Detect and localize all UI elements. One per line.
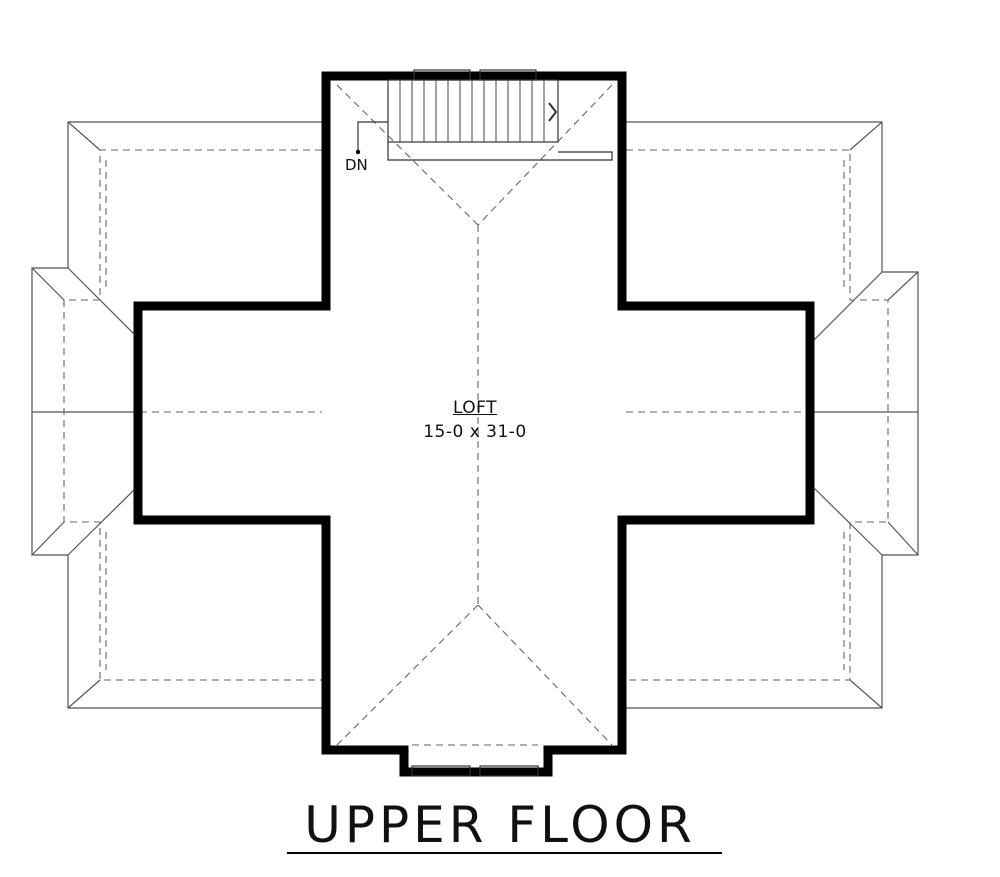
roof-ridge-lines — [140, 84, 810, 746]
left-roof — [31, 121, 322, 709]
stair-down-label: DN — [345, 156, 368, 174]
right-roof — [626, 121, 919, 709]
title-underline — [287, 852, 722, 854]
bottom-windows — [411, 744, 539, 777]
room-dimensions: 15-0 x 31-0 — [423, 422, 527, 442]
loft-walls — [133, 71, 815, 777]
stair[interactable] — [355, 79, 613, 161]
plan-title: UPPER FLOOR — [304, 796, 696, 854]
stair-direction-arrow-icon — [548, 102, 558, 122]
room-name: LOFT — [452, 398, 498, 418]
